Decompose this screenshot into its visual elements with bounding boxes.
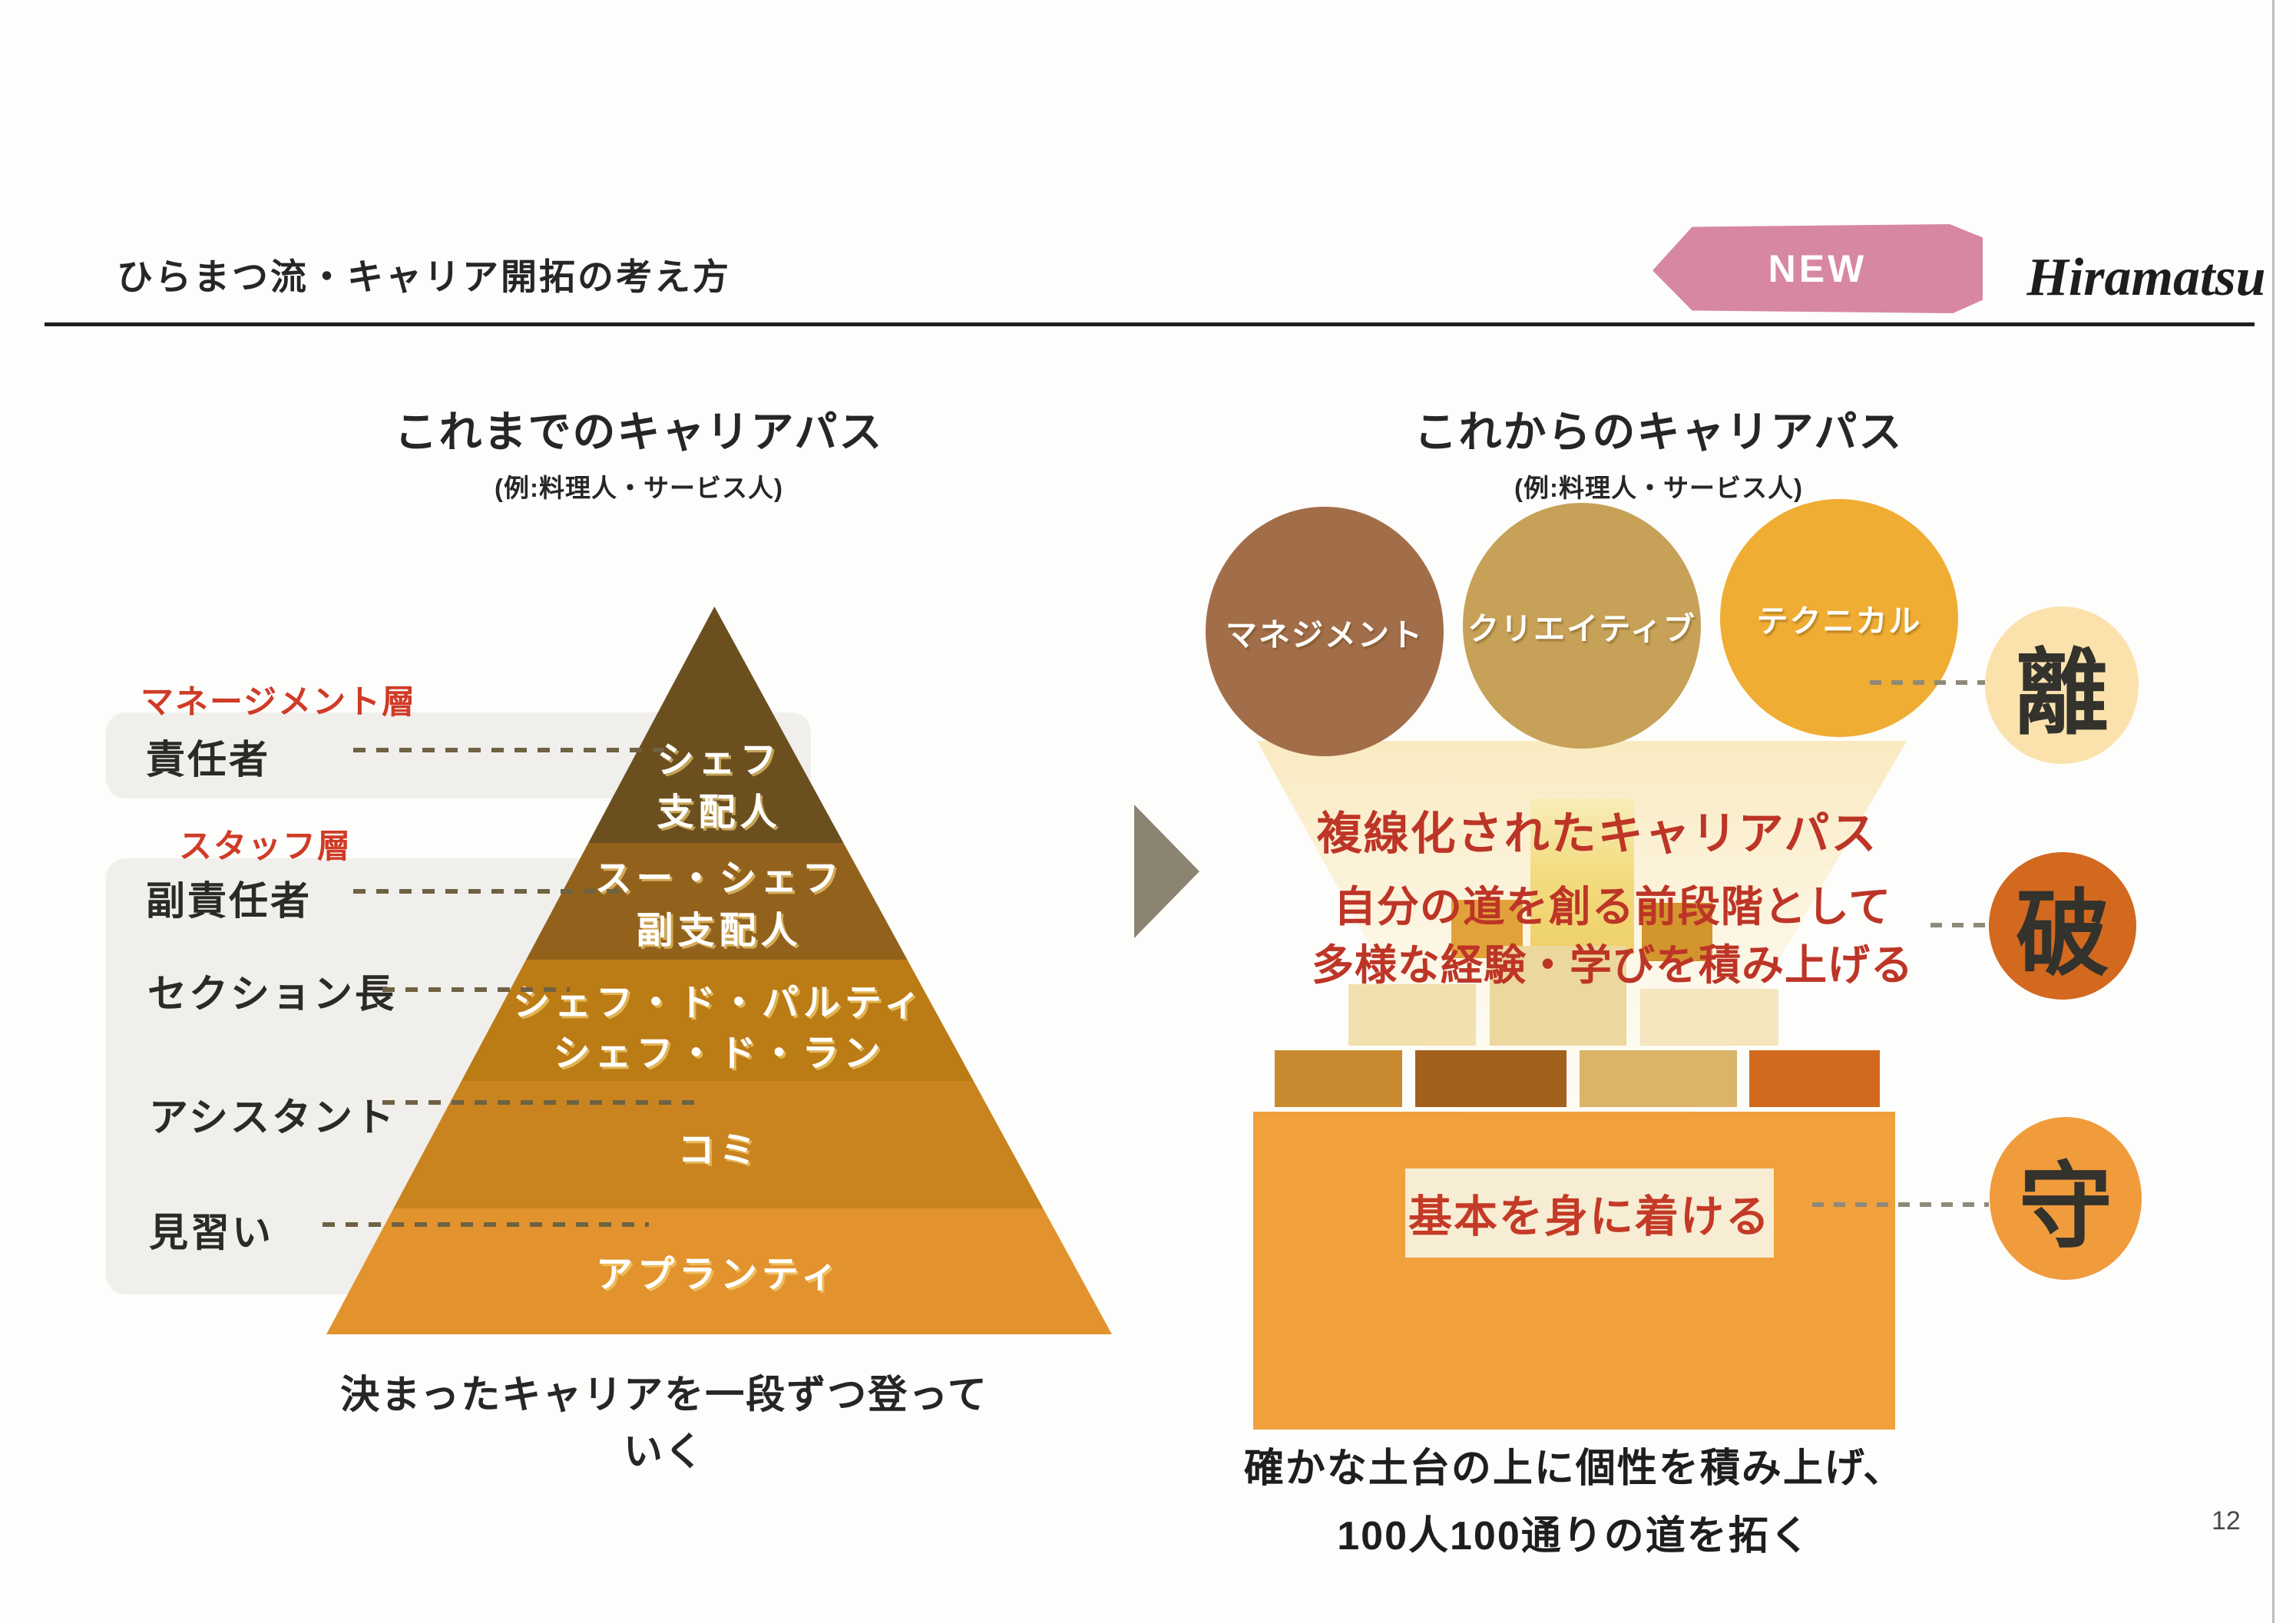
stage-ri-description: 複線化されたキャリアパス (1316, 808, 1878, 859)
track-technical-label: テクニカル (1756, 603, 1922, 639)
track-management: マネジメント (1206, 507, 1444, 756)
new-badge: NEW (1653, 224, 1983, 313)
right-heading-text: これからのキャリアパス (1414, 408, 1904, 456)
foundation-label-box: 基本を身に着ける (1405, 1168, 1774, 1258)
hiramatsu-logo: Hiramatsu (2026, 248, 2266, 307)
block-cream-middle (1490, 946, 1626, 1046)
left-section-heading: これまでのキャリアパス (例:料理人・サービス人) (332, 398, 946, 504)
stage-kanji-ri: 離 (2015, 641, 2109, 745)
pyramid-text-shihainin: 支配人 (657, 792, 782, 833)
pyramid-tier-apprenti (326, 1208, 1112, 1334)
track-creative-label: クリエイティブ (1467, 611, 1696, 646)
block-bottom-3 (1580, 1050, 1737, 1107)
level-label-section-chief: セクション長 (147, 972, 397, 1016)
block-orange-right (1642, 903, 1712, 961)
stage-ha-description-line1: 自分の道を創る前段階として (1333, 883, 1892, 930)
foundation-block (1253, 1112, 1895, 1430)
page-title: ひらまつ流・キャリア開拓の考え方 (117, 256, 731, 297)
pyramid-text-chef-de-rang: シェフ・ド・ラン (553, 1033, 885, 1074)
pyramid-text-sous-chef: スー・シェフ (594, 858, 844, 899)
header-divider (45, 322, 2255, 326)
connector-ha (1930, 923, 1989, 927)
group-label-management: マネージメント層 (141, 684, 417, 721)
pyramid-text-chef: シェフ (657, 740, 782, 781)
level-label-sekininsha: 責任者 (146, 738, 271, 782)
stage-circle-shu: 守 (1990, 1117, 2142, 1280)
block-bottom-1 (1275, 1050, 1402, 1107)
track-creative: クリエイティブ (1463, 503, 1701, 749)
left-caption: 決まったキャリアを一段ずつ登っていく (340, 1373, 988, 1473)
pyramid-text-chef-de-partie: シェフ・ド・パルティ (512, 983, 926, 1023)
level-label-fukusekininsha: 副責任者 (146, 879, 313, 923)
track-management-label: マネジメント (1226, 616, 1424, 653)
connector-section-chief (382, 987, 570, 992)
right-caption-line2: 100人100通りの道を拓く (1337, 1514, 1811, 1559)
page-number: 12 (2212, 1506, 2241, 1535)
block-cream-left (1348, 984, 1476, 1046)
pyramid-text-commis: コミ (677, 1130, 761, 1171)
connector-minarai (323, 1222, 649, 1227)
level-label-minarai: 見習い (149, 1211, 274, 1254)
block-bottom-2 (1415, 1050, 1567, 1107)
right-subheading-text: (例:料理人・サービス人) (1514, 474, 1803, 502)
block-cream-right (1640, 989, 1778, 1046)
connector-assistant (382, 1100, 695, 1105)
connector-sekininsha (353, 748, 664, 752)
stage-kanji-ha: 破 (2016, 881, 2109, 987)
stage-circle-ha: 破 (1989, 852, 2136, 1000)
new-badge-label: NEW (1768, 247, 1868, 290)
right-caption-line1: 確かな土台の上に個性を積み上げ、 (1243, 1446, 1905, 1491)
pyramid-text-apprenti: アプランティ (595, 1254, 843, 1295)
foundation-label-text: 基本を身に着ける (1408, 1192, 1771, 1241)
stage-ha-description-line2: 多様な経験・学びを積み上げる (1311, 941, 1914, 989)
connector-fukusekininsha (353, 889, 622, 894)
left-heading-text: これまでのキャリアパス (394, 408, 884, 456)
connector-shu (1812, 1202, 1989, 1207)
group-label-staff: スタッフ層 (179, 828, 352, 865)
scan-edge-line (2272, 0, 2274, 1623)
pyramid-text-fuku-shihainin: 副支配人 (636, 911, 802, 951)
right-arrow-icon (1134, 805, 1199, 938)
level-label-assistant: アシスタント (149, 1096, 396, 1139)
right-section-heading: これからのキャリアパス (例:料理人・サービス人) (1351, 398, 1966, 504)
stage-kanji-shu: 守 (2019, 1154, 2112, 1259)
track-technical: テクニカル (1720, 499, 1958, 737)
block-yellow-tall (1530, 798, 1634, 954)
left-subheading-text: (例:料理人・サービス人) (495, 474, 783, 502)
block-bottom-4 (1749, 1050, 1880, 1107)
connector-ri (1870, 680, 1985, 685)
stage-circle-ri: 離 (1985, 607, 2139, 764)
